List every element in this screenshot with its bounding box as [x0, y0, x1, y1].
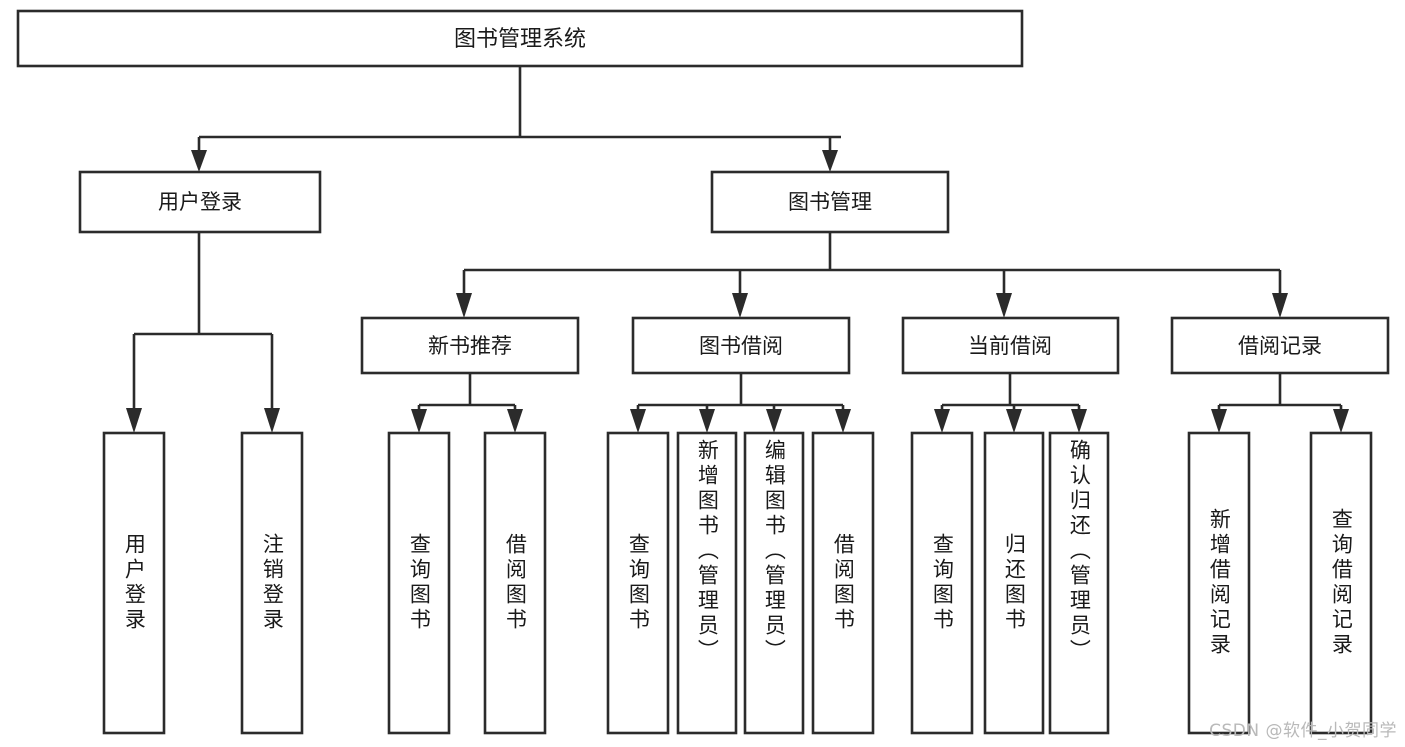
node-leaf-add-book-box[interactable] — [676, 431, 738, 735]
node-root-label: 图书管理系统 — [454, 27, 586, 52]
arrow-bb-b3 — [766, 409, 782, 433]
arrow-user-login-b2 — [264, 408, 280, 433]
connector-group-root — [191, 66, 841, 172]
connector-group-user-login — [126, 232, 280, 433]
connector-group-new-book-recommend — [411, 373, 523, 433]
connector-group-book-manage — [456, 232, 1288, 318]
arrow-root-to-book-manage — [822, 150, 838, 172]
arrow-nbr-b2 — [507, 409, 523, 433]
node-root-box[interactable] — [16, 9, 1024, 68]
connector-group-current-borrow — [934, 373, 1087, 433]
node-leaf-confirm-return-box[interactable] — [1048, 431, 1110, 735]
node-leaf-add-borrow-record-box[interactable] — [1187, 431, 1251, 735]
connector-group-book-borrow — [630, 373, 851, 433]
arrow-bb-b2 — [699, 409, 715, 433]
arrow-bb-b1 — [630, 409, 646, 433]
node-leaf-return-book-box[interactable] — [983, 431, 1045, 735]
node-leaf-user-login-box[interactable] — [102, 431, 166, 735]
node-leaf-query-borrow-record-box[interactable] — [1309, 431, 1373, 735]
node-current-borrow-box[interactable] — [901, 316, 1120, 375]
node-new-book-recommend-label: 新书推荐 — [428, 334, 512, 358]
arrow-br-b1 — [1211, 409, 1227, 433]
node-leaf-edit-book-box[interactable] — [743, 431, 805, 735]
arrow-bb-b4 — [835, 409, 851, 433]
arrow-cb-b2 — [1006, 409, 1022, 433]
node-leaf-borrow-book-box[interactable] — [811, 431, 875, 735]
arrow-root-to-user-login — [191, 150, 207, 172]
node-leaf-query-book-rec-box[interactable] — [387, 431, 451, 735]
csdn-watermark: CSDN @软件_小贺同学 — [1209, 721, 1397, 741]
node-user-login-label: 用户登录 — [158, 190, 242, 214]
node-book-borrow-box[interactable] — [631, 316, 851, 375]
node-leaf-query-book-borrow-box[interactable] — [606, 431, 670, 735]
arrow-bm-to-book-borrow — [732, 293, 748, 318]
arrow-bm-to-borrow-record — [1272, 293, 1288, 318]
connector-group-borrow-record — [1211, 373, 1349, 433]
arrow-nbr-b1 — [411, 409, 427, 433]
node-book-manage-box[interactable] — [710, 170, 950, 234]
node-user-login-box[interactable] — [78, 170, 322, 234]
arrow-user-login-b1 — [126, 408, 142, 433]
node-leaf-borrow-book-rec-box[interactable] — [483, 431, 547, 735]
arrow-bm-to-current-borrow — [996, 293, 1012, 318]
node-current-borrow-label: 当前借阅 — [968, 334, 1052, 358]
arrow-br-b2 — [1333, 409, 1349, 433]
node-book-manage-label: 图书管理 — [788, 190, 872, 214]
arrow-bm-to-new-book-recommend — [456, 293, 472, 318]
node-leaf-query-book-current-box[interactable] — [910, 431, 974, 735]
node-borrow-record-box[interactable] — [1170, 316, 1390, 375]
node-leaf-user-logout-box[interactable] — [240, 431, 304, 735]
node-new-book-recommend-box[interactable] — [360, 316, 580, 375]
arrow-cb-b1 — [934, 409, 950, 433]
node-borrow-record-label: 借阅记录 — [1238, 334, 1322, 358]
node-book-borrow-label: 图书借阅 — [699, 334, 783, 358]
arrow-cb-b3 — [1071, 409, 1087, 433]
